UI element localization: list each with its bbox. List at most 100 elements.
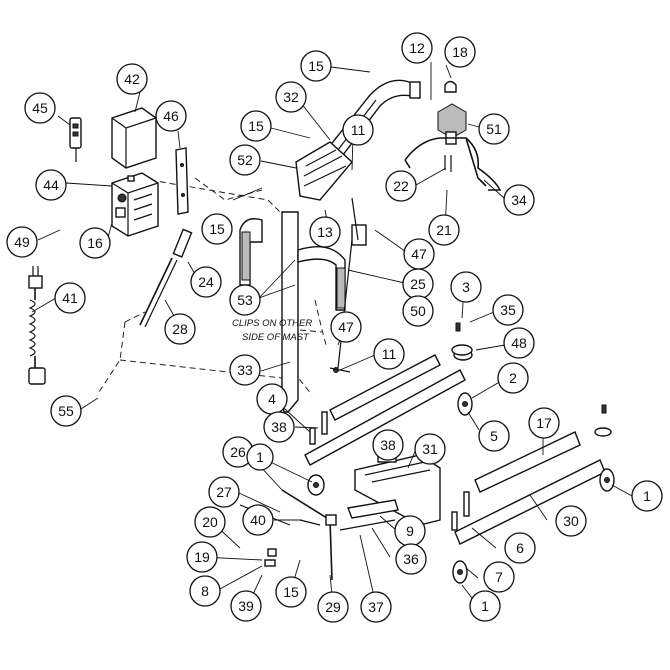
svg-text:12: 12 (409, 40, 425, 56)
clips-note: CLIPS ON OTHER SIDE OF MAST (232, 318, 312, 343)
svg-text:40: 40 (250, 512, 266, 528)
callout-41: 41 (54, 282, 86, 314)
svg-text:3: 3 (462, 279, 470, 295)
svg-text:1: 1 (256, 449, 264, 465)
callout-49: 49 (6, 226, 38, 258)
callout-19: 19 (186, 541, 218, 573)
callout-12: 12 (401, 32, 433, 64)
svg-text:36: 36 (403, 551, 419, 567)
svg-text:32: 32 (283, 89, 299, 105)
callout-6: 6 (504, 532, 536, 564)
svg-text:35: 35 (500, 302, 516, 318)
callout-5: 5 (478, 420, 510, 452)
callout-4: 4 (256, 383, 288, 415)
svg-text:6: 6 (516, 540, 524, 556)
svg-text:46: 46 (163, 108, 179, 124)
mounting-bracket-part (175, 147, 189, 215)
clips-note-line1: CLIPS ON OTHER (232, 318, 312, 329)
callout-42: 42 (116, 63, 148, 95)
svg-text:51: 51 (486, 121, 502, 137)
callout-18: 18 (444, 36, 476, 68)
svg-text:16: 16 (87, 235, 103, 251)
svg-text:39: 39 (238, 598, 254, 614)
svg-text:28: 28 (172, 321, 188, 337)
callout-36: 36 (395, 543, 427, 575)
actuator-part (139, 228, 193, 328)
svg-text:55: 55 (58, 403, 74, 419)
callout-50: 50 (402, 295, 434, 327)
callout-balloons: 12 18 15 32 42 45 46 15 11 51 52 44 22 3… (6, 32, 663, 623)
svg-text:38: 38 (380, 437, 396, 453)
svg-text:31: 31 (422, 441, 438, 457)
svg-text:50: 50 (410, 303, 426, 319)
callout-35: 35 (492, 294, 524, 326)
callout-53: 53 (229, 284, 261, 316)
callout-47: 47 (330, 311, 362, 343)
callout-37: 37 (360, 591, 392, 623)
callout-31: 31 (414, 433, 446, 465)
callout-13: 13 (309, 216, 341, 248)
callout-39: 39 (230, 590, 262, 622)
svg-text:15: 15 (308, 58, 324, 74)
svg-text:15: 15 (248, 118, 264, 134)
mast-part (239, 211, 346, 413)
svg-text:47: 47 (411, 246, 427, 262)
svg-text:21: 21 (436, 222, 452, 238)
callout-11: 11 (342, 114, 374, 146)
callout-15: 15 (300, 50, 332, 82)
callout-22: 22 (385, 170, 417, 202)
svg-text:18: 18 (452, 44, 468, 60)
callout-2: 2 (497, 362, 529, 394)
svg-text:38: 38 (271, 419, 287, 435)
callout-27: 27 (208, 476, 240, 508)
callout-25: 25 (402, 268, 434, 300)
svg-text:47: 47 (338, 319, 354, 335)
svg-text:53: 53 (237, 292, 253, 308)
svg-text:19: 19 (194, 549, 210, 565)
callout-1: 1 (631, 480, 663, 512)
callout-1: 1 (246, 443, 274, 471)
svg-text:22: 22 (393, 178, 409, 194)
callout-51: 51 (478, 113, 510, 145)
callout-38: 38 (263, 411, 295, 443)
svg-text:52: 52 (237, 152, 253, 168)
callout-15: 15 (201, 213, 233, 245)
callout-38: 38 (372, 429, 404, 461)
svg-text:44: 44 (43, 177, 59, 193)
callout-33: 33 (229, 354, 261, 386)
power-cord-part (28, 266, 46, 385)
callout-28: 28 (164, 313, 196, 345)
callout-48: 48 (503, 327, 535, 359)
callout-1: 1 (469, 590, 501, 622)
svg-text:41: 41 (62, 290, 78, 306)
casters-part (307, 322, 615, 584)
control-box-part (111, 172, 159, 237)
svg-text:29: 29 (325, 599, 341, 615)
swivel-hanger-part (404, 80, 502, 191)
svg-text:17: 17 (536, 415, 552, 431)
clips-note-line2: SIDE OF MAST (242, 332, 310, 343)
callout-40: 40 (242, 504, 274, 536)
svg-text:1: 1 (643, 488, 651, 504)
callout-3: 3 (450, 271, 482, 303)
svg-text:37: 37 (368, 599, 384, 615)
base-leg-bars-part (304, 354, 606, 545)
callout-16: 16 (79, 227, 111, 259)
svg-text:49: 49 (14, 234, 30, 250)
battery-pack-part (111, 107, 157, 169)
svg-text:13: 13 (317, 224, 333, 240)
svg-text:8: 8 (201, 583, 209, 599)
svg-text:25: 25 (410, 276, 426, 292)
svg-text:33: 33 (237, 362, 253, 378)
svg-text:30: 30 (563, 513, 579, 529)
callout-55: 55 (50, 395, 82, 427)
callout-47: 47 (403, 238, 435, 270)
svg-text:2: 2 (509, 370, 517, 386)
svg-text:1: 1 (481, 598, 489, 614)
callout-17: 17 (528, 407, 560, 439)
callout-46: 46 (155, 100, 187, 132)
svg-text:24: 24 (198, 274, 214, 290)
callout-29: 29 (317, 591, 349, 623)
svg-text:5: 5 (490, 428, 498, 444)
